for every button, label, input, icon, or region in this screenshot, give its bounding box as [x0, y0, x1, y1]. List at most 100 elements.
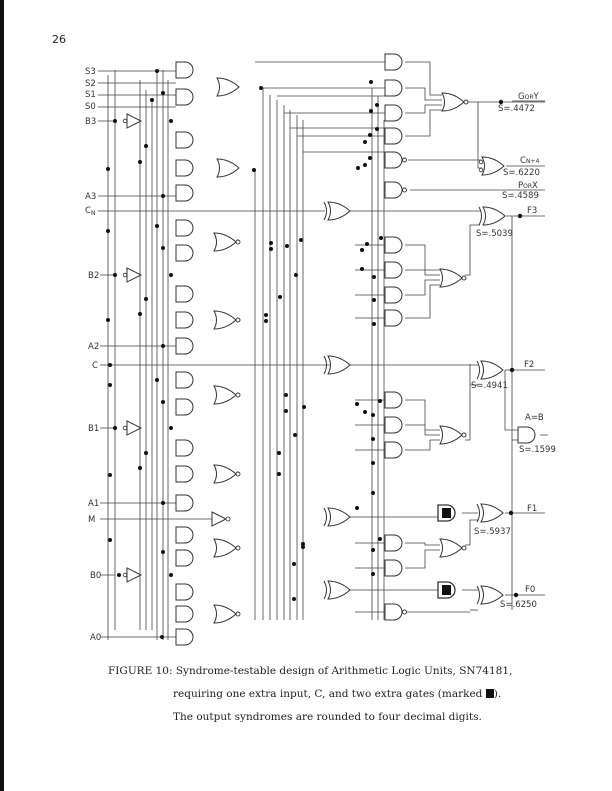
caption-prefix: FIGURE 10: [108, 665, 173, 677]
nor-gate-bit3-a [216, 77, 240, 97]
and-gate [384, 104, 403, 122]
page-binding-edge [0, 0, 4, 791]
and-gate [175, 628, 194, 646]
extra-gate-marked-2 [437, 581, 456, 599]
output-cn4: CN+4 S=.6220 [503, 156, 540, 178]
syndrome-f3: S=.5039 [476, 229, 513, 239]
nand-gate [384, 151, 407, 169]
filled-square-icon [485, 689, 494, 698]
input-label-b2: B2 [88, 271, 99, 281]
and-gate [175, 337, 194, 355]
output-a-eq-b-label: A=B [525, 413, 544, 423]
extra-gate-marked-1 [437, 504, 456, 522]
caption-line-3: The output syndromes are rounded to four… [173, 711, 482, 723]
inverter-b2 [122, 267, 142, 283]
nor-gate-bit2-a [213, 232, 241, 252]
input-label-a2: A2 [88, 342, 99, 352]
svg-text:CN+4: CN+4 [520, 156, 539, 166]
input-label-b0: B0 [90, 571, 101, 581]
input-label-a3: A3 [85, 192, 96, 202]
junction-dots [106, 69, 523, 639]
or-gate-cn4 [481, 156, 505, 176]
syndrome-p-or-x: S=.4589 [502, 191, 539, 201]
and-gate [384, 236, 403, 254]
output-f3-label: F3 [527, 206, 537, 216]
xor-gate [323, 507, 351, 527]
and-gate [175, 61, 194, 79]
alu-circuit-diagram: S3 S2 S1 S0 B3 A3 CN B2 A2 C B1 A1 M B0 … [85, 53, 556, 646]
syndrome-f1: S=.5937 [474, 527, 511, 537]
and-gate [384, 416, 403, 434]
and-gate [175, 311, 194, 329]
nor-gate [439, 538, 467, 558]
and-gate [175, 371, 194, 389]
page-number: 26 [52, 33, 66, 46]
input-label-b1: B1 [88, 424, 99, 434]
and-gate [175, 244, 194, 262]
input-label-s1: S1 [85, 90, 96, 100]
svg-text:PORX: PORX [518, 181, 538, 191]
input-label-b3: B3 [85, 117, 96, 127]
and-gate [384, 286, 403, 304]
output-f0-label: F0 [525, 585, 535, 595]
and-gate [175, 583, 194, 601]
nand-gate [384, 181, 407, 199]
nor-gate-bit1-a [213, 385, 241, 405]
svg-text:GORY: GORY [518, 92, 540, 102]
inverter-b3 [122, 113, 142, 129]
syndrome-f2: S=.4941 [471, 381, 508, 391]
and-gate-a-eq-b [517, 426, 536, 444]
and-gate [384, 309, 403, 327]
and-gate [175, 285, 194, 303]
output-g-or-y: GORY S=.4472 [498, 92, 545, 114]
and-gate [175, 219, 194, 237]
and-gate [384, 261, 403, 279]
input-label-a0: A0 [90, 633, 101, 643]
output-f2-label: F2 [524, 360, 534, 370]
and-gate [384, 53, 403, 71]
caption-line-2: requiring one extra input, C, and two ex… [173, 688, 502, 700]
syndrome-a-eq-b: S=.1599 [519, 445, 556, 455]
input-label-s0: S0 [85, 102, 96, 112]
and-gate [175, 526, 194, 544]
and-gate [175, 398, 194, 416]
nand-gate [384, 603, 407, 621]
xor-gate [323, 201, 351, 221]
nor-gate-g-or-y [441, 92, 469, 112]
and-gate [384, 391, 403, 409]
input-label-s3: S3 [85, 67, 96, 77]
and-gate [384, 441, 403, 459]
nor-gate-bit1-b [213, 464, 241, 484]
figure-caption: FIGURE 10: Syndrome-testable design of A… [108, 660, 588, 729]
xor-gate-f3 [478, 206, 506, 226]
xor-gate [323, 580, 351, 600]
and-gate [384, 79, 403, 97]
and-gate [175, 494, 194, 512]
input-label-m: M [88, 515, 95, 525]
and-gate [384, 127, 403, 145]
input-label-a1: A1 [88, 499, 99, 509]
output-f1-label: F1 [527, 504, 537, 514]
syndrome-f0: S=.6250 [500, 600, 537, 610]
and-gate [175, 184, 194, 202]
and-gate [175, 88, 194, 106]
and-gate [175, 439, 194, 457]
nor-gate-bit2-b [213, 310, 241, 330]
nor-gate-bit0-b [213, 604, 241, 624]
and-gate [175, 549, 194, 567]
inverter-m [211, 511, 231, 527]
input-label-s2: S2 [85, 79, 96, 89]
and-gate [175, 465, 194, 483]
output-p-or-x: PORX S=.4589 [502, 181, 539, 201]
input-label-c: C [92, 361, 98, 371]
inverter-b0 [122, 567, 142, 583]
syndrome-g-or-y: S=.4472 [498, 104, 535, 114]
syndrome-cn4: S=.6220 [503, 168, 540, 178]
nor-gate [439, 425, 467, 445]
inverter-b1 [122, 420, 142, 436]
xor-gate-f2 [476, 360, 504, 380]
nor-gate-bit3-b [216, 158, 240, 178]
input-label-cn: CN [85, 206, 95, 217]
and-gate [175, 605, 194, 623]
and-gate [384, 534, 403, 552]
